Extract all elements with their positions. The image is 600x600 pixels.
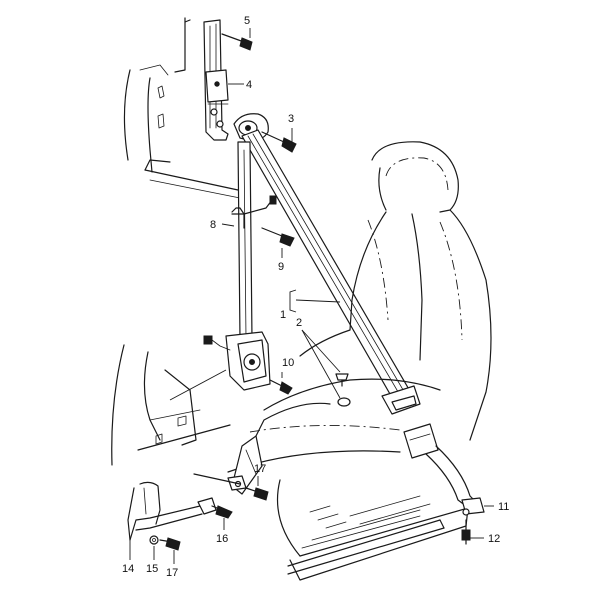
washer-15 bbox=[149, 535, 159, 545]
cap-2 bbox=[335, 373, 351, 407]
b-pillar-outline bbox=[123, 17, 245, 199]
lower-anchor-strap bbox=[193, 402, 331, 495]
callout-15: 15 bbox=[146, 563, 158, 575]
latch-plate bbox=[381, 385, 421, 415]
bolt-17b bbox=[159, 537, 181, 551]
callout-3: 3 bbox=[288, 113, 294, 125]
height-adjuster-rail bbox=[203, 19, 229, 141]
callout-labels: 5 4 3 8 9 1 2 10 17 16 11 12 14 15 17 bbox=[122, 15, 509, 579]
belt-retractor bbox=[203, 331, 271, 391]
bolt-5 bbox=[221, 33, 253, 51]
bolt-12 bbox=[461, 519, 471, 545]
bolt-10 bbox=[269, 379, 293, 395]
bolt-9 bbox=[261, 227, 295, 247]
callout-12: 12 bbox=[488, 533, 500, 545]
leader-lines bbox=[129, 28, 494, 564]
callout-16: 16 bbox=[216, 533, 228, 545]
callout-2: 2 bbox=[296, 317, 302, 329]
callout-17-upper: 17 bbox=[254, 463, 266, 475]
callout-17-lower: 17 bbox=[166, 567, 178, 579]
callout-5: 5 bbox=[244, 15, 250, 27]
bracket-8 bbox=[231, 195, 277, 229]
callout-10: 10 bbox=[282, 357, 294, 369]
callout-9: 9 bbox=[278, 261, 284, 273]
lower-pillar-outline bbox=[111, 344, 231, 466]
seat-outline bbox=[299, 141, 492, 441]
seat-cushion bbox=[227, 378, 469, 581]
callout-14: 14 bbox=[122, 563, 134, 575]
seat-buckle bbox=[403, 423, 485, 516]
callout-11: 11 bbox=[498, 501, 509, 513]
callout-1: 1 bbox=[280, 309, 286, 321]
bolt-16 bbox=[211, 505, 233, 519]
sill-trim bbox=[287, 519, 445, 575]
vertical-webbing bbox=[237, 141, 253, 341]
lower-rail-14 bbox=[127, 481, 217, 541]
callout-4: 4 bbox=[246, 79, 252, 91]
bolt-17a bbox=[245, 487, 269, 501]
callout-8: 8 bbox=[210, 219, 216, 231]
